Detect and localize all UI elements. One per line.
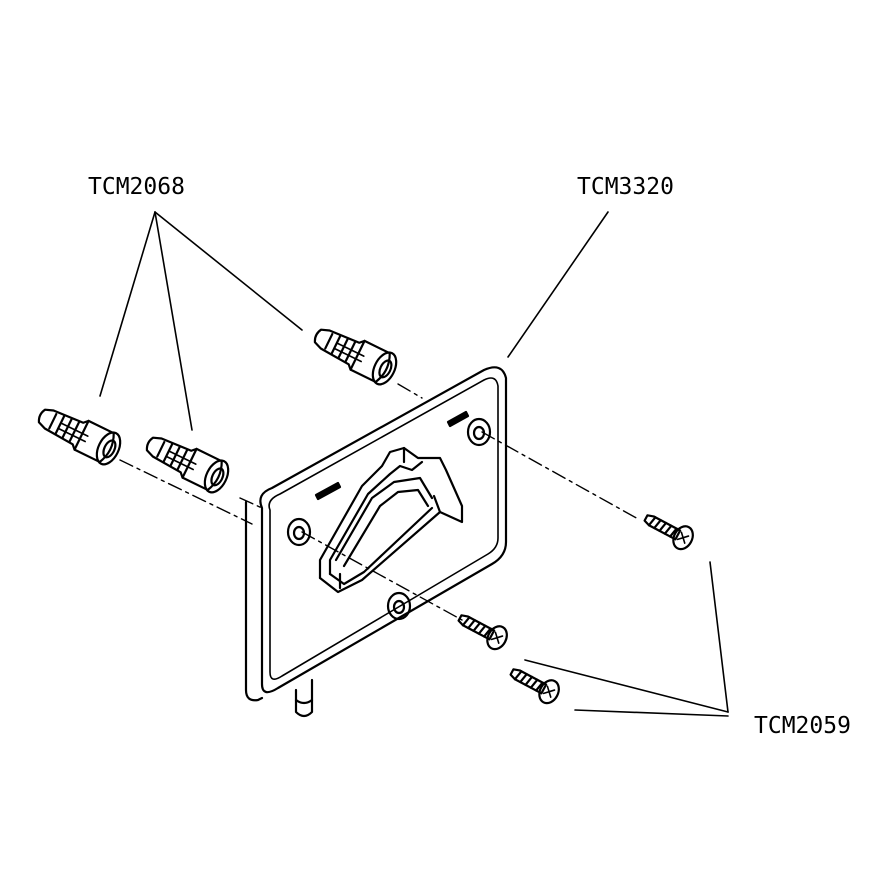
wall-plug-c — [145, 436, 230, 494]
label-screw: TCM2059 — [754, 713, 851, 739]
screw-c — [509, 668, 560, 705]
assembly-axis-lines — [119, 383, 641, 621]
hook-bracket — [318, 446, 464, 594]
label-bracket: TCM3320 — [577, 174, 674, 200]
leader-lines — [99, 211, 729, 717]
screw-a — [643, 514, 694, 551]
plate-hole-left — [286, 517, 312, 547]
plate-hole-right — [466, 417, 492, 447]
mounting-plate — [244, 366, 508, 718]
label-wall-plug: TCM2068 — [88, 174, 185, 200]
plate-hole-bottom — [386, 591, 412, 621]
wall-plug-a — [313, 328, 398, 386]
wall-plug-b — [37, 408, 122, 466]
screw-b — [457, 614, 508, 651]
